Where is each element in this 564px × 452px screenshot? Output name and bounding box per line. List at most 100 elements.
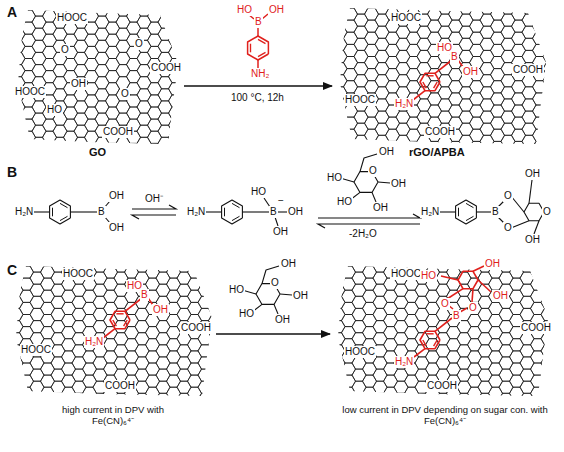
double-bond	[423, 82, 427, 88]
graphene-sheet	[331, 248, 555, 412]
atom-label: HOOC	[390, 268, 422, 280]
reaction-arrow	[216, 333, 330, 334]
double-bond	[113, 320, 117, 326]
atom-label: OH	[390, 178, 407, 190]
bond-line	[257, 28, 259, 36]
compound-name: rGO/APBA	[408, 146, 466, 159]
graphene-sheet	[333, 0, 557, 166]
atom-label: HOOC	[390, 12, 422, 24]
double-bond	[250, 44, 251, 53]
bond-line	[440, 211, 456, 212]
atom-label: OH	[268, 4, 285, 16]
panel-letter: A	[6, 4, 18, 20]
pyranose-ring	[524, 203, 544, 220]
atom-label: COOH	[104, 380, 136, 392]
atom-label: B	[269, 206, 278, 218]
atom-label: NH₂	[250, 68, 270, 80]
benzene-ring	[420, 331, 440, 348]
reaction-arrow	[184, 85, 332, 86]
bond-line	[478, 280, 491, 292]
atom-label: OH	[280, 258, 297, 270]
bond-line	[413, 91, 425, 100]
atom-label: HOOC	[14, 86, 46, 98]
bond-line	[435, 318, 452, 331]
atom-label: HO	[326, 172, 343, 184]
atom-label: COOH	[424, 126, 456, 138]
double-bond	[466, 203, 474, 207]
bond-line	[280, 294, 292, 295]
atom-label: OH	[524, 168, 541, 180]
atom-label: B	[450, 51, 459, 63]
double-bond	[458, 208, 459, 217]
pyranose-ring	[458, 271, 478, 288]
benzene-ring	[222, 200, 243, 224]
panel-letter: B	[6, 164, 18, 180]
double-bond	[434, 82, 438, 88]
atom-label: B	[97, 206, 106, 218]
bond-line	[441, 276, 458, 280]
double-bond	[426, 333, 433, 334]
atom-label: HOOC	[62, 268, 94, 280]
atom-label: OH	[274, 314, 291, 326]
atom-label: COOH	[102, 126, 134, 138]
graphene-sheet	[11, 0, 183, 168]
atom-label: HO	[236, 4, 253, 16]
benzene-ring	[456, 200, 477, 224]
atom-label: OH	[272, 226, 289, 238]
atom-label: B	[452, 310, 461, 322]
atom-label: H₂N	[394, 98, 414, 110]
double-bond	[423, 340, 427, 346]
atom-label: O	[503, 190, 513, 202]
double-bond	[116, 313, 123, 314]
atom-label: HO	[46, 104, 63, 116]
atom-label: OH	[378, 146, 395, 158]
atom-label: HO	[336, 196, 353, 208]
bond-line	[472, 289, 473, 302]
double-bond	[232, 216, 240, 220]
equilibrium-arrow	[318, 214, 420, 228]
atom-label: HO	[228, 284, 245, 296]
double-bond	[124, 320, 128, 326]
atom-label: COOH	[520, 322, 552, 334]
bond-line	[534, 221, 539, 234]
double-bond	[232, 203, 240, 207]
compound-name: GO	[88, 146, 107, 159]
double-bond	[60, 216, 68, 220]
atom-label: OH	[492, 290, 509, 302]
atom-label: 100 °C, 12h	[230, 92, 285, 104]
bond-line	[511, 221, 529, 228]
atom-label: COOH	[512, 64, 544, 76]
atom-label: H₂N	[14, 206, 34, 218]
atom-label: OH	[372, 202, 389, 214]
graphene-sheet	[9, 248, 223, 412]
atom-label: HO	[250, 186, 267, 198]
bond-line	[257, 60, 259, 68]
atom-label: O	[270, 277, 280, 289]
atom-label: OH	[287, 206, 304, 218]
double-bond	[434, 340, 438, 346]
bond-line	[378, 182, 390, 183]
benzene-ring	[50, 200, 71, 224]
bond-line	[242, 211, 269, 212]
atom-label: HOOC	[56, 12, 88, 24]
bond-line	[278, 211, 287, 212]
double-bond	[258, 39, 266, 43]
bond-line	[414, 349, 425, 357]
bond-line	[34, 211, 50, 212]
atom-label: COOH	[180, 322, 212, 334]
atom-label: OH	[484, 258, 501, 270]
atom-label: OH	[108, 222, 125, 234]
double-bond	[60, 203, 68, 207]
atom-label: O	[368, 165, 378, 177]
atom-label: O	[468, 302, 478, 314]
bond-line	[529, 180, 532, 203]
atom-label: B	[491, 206, 500, 218]
atom-label: HOOC	[344, 94, 376, 106]
atom-label: HO	[238, 308, 255, 320]
double-bond	[224, 208, 225, 217]
atom-label: H₂N	[420, 206, 440, 218]
atom-label: OH	[108, 190, 125, 202]
atom-label: H₂N	[84, 336, 104, 348]
double-bond	[466, 216, 474, 220]
benzene-ring	[420, 73, 440, 90]
